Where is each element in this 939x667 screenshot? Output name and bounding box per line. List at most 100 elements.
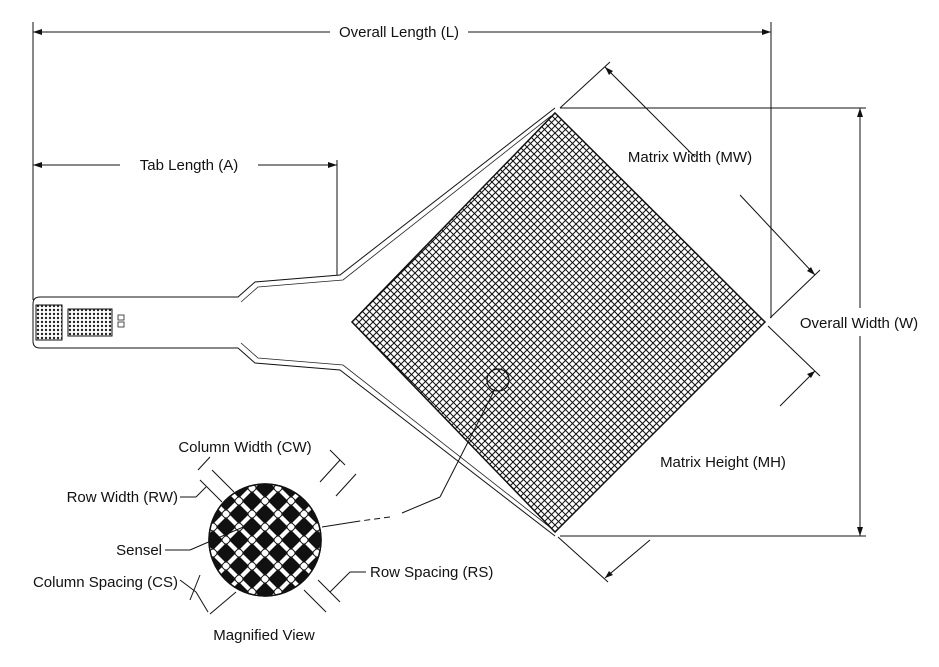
matrix-height-label: Matrix Height (MH) — [660, 454, 786, 471]
sensel-cell — [242, 484, 262, 485]
sensel-cell — [255, 608, 275, 628]
sensel-cell — [209, 491, 210, 511]
sensel-cell — [307, 530, 321, 550]
mag-row-edge — [349, 460, 509, 620]
matrix-height-dimension: Matrix Height (MH) — [557, 325, 821, 583]
mag-column-edge — [244, 484, 321, 596]
overall-length-dimension: Overall Length (L) — [32, 22, 772, 318]
sensel-cell — [294, 595, 314, 596]
sensel-cell — [281, 556, 301, 576]
column-width-label: Column Width (CW) — [178, 439, 311, 456]
sensel-cell — [209, 517, 210, 537]
sensel-cell — [216, 543, 236, 563]
matrix-row-line — [352, 113, 653, 532]
sensel-cell — [177, 530, 197, 550]
tab-pad-left — [35, 304, 63, 341]
row-spacing-label: Row Spacing (RS) — [370, 564, 493, 581]
mag-column-edge — [209, 484, 302, 596]
sensel-cell — [209, 484, 223, 498]
sensel-cell — [164, 517, 184, 537]
sensel-cell — [268, 491, 288, 511]
matrix-column-line — [0, 22, 232, 622]
mag-row-edge — [244, 484, 321, 596]
sensel-cell — [209, 569, 210, 589]
sensor-outline — [32, 107, 556, 537]
matrix-width-label: Matrix Width (MW) — [628, 149, 752, 166]
mag-row-edge — [37, 460, 197, 620]
tab-pad-right — [67, 308, 113, 337]
overall-width-label: Overall Width (W) — [800, 315, 918, 332]
sensel-cell — [242, 517, 262, 537]
mag-row-edge — [47, 460, 207, 620]
sensel-cell — [255, 582, 275, 596]
sensel-cell — [294, 517, 314, 537]
sensel-cell — [242, 491, 262, 511]
mag-row-edge — [333, 460, 493, 620]
row-width-label: Row Width (RW) — [67, 489, 178, 506]
sensel-cell — [216, 484, 236, 485]
column-spacing-label: Column Spacing (CS) — [33, 574, 178, 591]
mag-column-edge — [228, 484, 321, 596]
sensel-cell — [294, 543, 314, 563]
overall-length-label: Overall Length (L) — [339, 24, 459, 41]
sensel-cell — [255, 556, 275, 576]
sensel-cell — [281, 608, 301, 628]
sensel-cell — [229, 504, 249, 524]
sensel-cell — [242, 543, 262, 563]
mag-column-edge — [306, 484, 321, 596]
sensel-cell — [333, 556, 353, 576]
mag-column-edge — [333, 460, 493, 620]
matrix-column-line — [934, 22, 939, 622]
mag-column-edge — [37, 460, 197, 620]
mag-column-edge — [47, 460, 207, 620]
sensel-cell — [229, 556, 249, 576]
sensel-cell — [242, 595, 262, 596]
magnifier-callout — [321, 368, 510, 528]
sensel-cell — [294, 484, 314, 485]
tab-mark-icon — [117, 314, 125, 321]
sensing-matrix — [0, 22, 939, 622]
matrix-column-line — [920, 22, 939, 622]
sensel-cell — [255, 530, 275, 550]
overall-width-dimension: Overall Width (W) — [560, 107, 918, 537]
sensel-cell — [268, 543, 288, 563]
sensel-cell — [177, 504, 197, 524]
mag-column-edge — [349, 460, 509, 620]
matrix-width-dimension: Matrix Width (MW) — [559, 61, 821, 319]
sensel-cell — [177, 556, 197, 576]
sensel-cell — [281, 504, 301, 524]
matrix-column-line — [352, 113, 653, 532]
matrix-row-line — [934, 22, 939, 622]
sensel-cell — [320, 491, 321, 511]
sensel-cell — [229, 608, 249, 628]
mag-row-edge — [209, 484, 286, 596]
matrix-column-line — [457, 113, 765, 532]
sensel-label: Sensel — [116, 542, 162, 559]
matrix-row-line — [0, 22, 232, 622]
sensel-cell — [164, 543, 184, 563]
sensel-cell — [307, 582, 321, 596]
sensel-cell — [320, 569, 321, 589]
tab-mark-icon — [117, 321, 125, 328]
sensel-cell — [307, 484, 321, 498]
tab-length-label: Tab Length (A) — [140, 157, 238, 174]
sensel-cell — [333, 504, 353, 524]
sensel-cell — [333, 530, 353, 550]
magnifier-target-circle — [486, 368, 510, 392]
sensel-cell — [216, 595, 236, 596]
matrix-column-line — [927, 22, 939, 622]
sensel-cell — [281, 530, 301, 550]
sensel-cell — [346, 543, 366, 563]
tab-length-dimension: Tab Length (A) — [33, 157, 338, 275]
mag-row-edge — [306, 484, 321, 596]
sensel-cell — [268, 517, 288, 537]
matrix-column-line — [464, 113, 765, 532]
sensel-cell — [359, 530, 379, 550]
magnified-view-label: Magnified View — [213, 627, 315, 644]
sensel-cell — [255, 504, 275, 524]
magnified-view-dimensions — [165, 449, 366, 615]
connector-tab — [35, 304, 125, 341]
sensel-cell — [242, 569, 262, 589]
matrix-column-line — [352, 113, 660, 532]
sensel-cell — [320, 543, 321, 563]
